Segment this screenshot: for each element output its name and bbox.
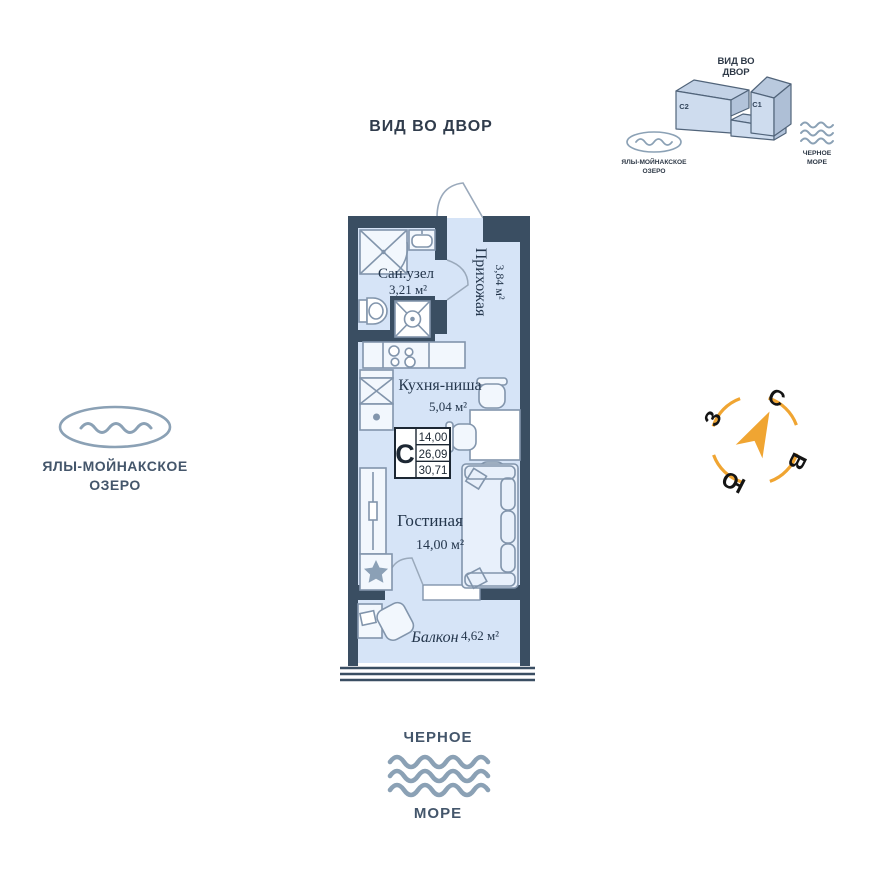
sink-icon	[408, 229, 436, 251]
minimap-sea-label-line2: МОРЕ	[807, 159, 827, 166]
balcony-glazing	[340, 666, 535, 682]
hallway-labels: Прихожая 3,84 м²	[472, 248, 507, 317]
lake-label-line2: ОЗЕРО	[89, 477, 141, 493]
floor-plan: Сан.узел 3,21 м² Прихожая 3,84 м² Кухня-…	[340, 182, 535, 682]
stamp-living-area: 14,00	[419, 432, 448, 444]
minimap-building-right-label: С1	[752, 100, 762, 109]
shower-icon	[359, 229, 409, 275]
balcony-chair-icon	[376, 601, 415, 642]
toilet-icon	[358, 297, 388, 325]
bathroom-name-label: Сан.узел	[378, 266, 435, 282]
entrance-door-arc	[436, 182, 484, 219]
bathroom-area-label: 3,21 м²	[389, 282, 427, 297]
minimap-view-label-line2: ДВОР	[722, 67, 750, 78]
bathroom-door-arc	[446, 259, 469, 301]
compass: С В Ю З	[698, 383, 812, 498]
pillow-icon	[464, 467, 488, 491]
cabinet-icon	[359, 403, 394, 431]
minimap-lake-icon	[626, 131, 682, 153]
minimap-lake-label-line2: ОЗЕРО	[642, 168, 665, 175]
lake-icon	[58, 405, 172, 449]
hallway-area-label: 3,84 м²	[493, 264, 507, 300]
sofa-icon	[461, 463, 519, 590]
sea-waves-icon	[387, 754, 491, 798]
kitchen-area-label: 5,04 м²	[429, 399, 467, 414]
lake-label-line1: ЯЛЫ-МОЙНАКСКОЕ	[42, 457, 187, 474]
washing-machine-icon	[394, 300, 431, 338]
compass-circle	[709, 394, 801, 486]
kitchen-name-label: Кухня-ниша	[398, 377, 481, 394]
wardrobe-icon	[359, 467, 387, 555]
site-minimap: ВИД ВО ДВОР С2 С1 ЯЛЫ-МОЙНАКСКОЕ ОЗЕРО	[621, 56, 834, 175]
compass-arrow-icon	[735, 411, 770, 459]
star-stand-icon	[359, 553, 393, 591]
view-to-courtyard-label: ВИД ВО ДВОР	[369, 118, 493, 135]
balcony-area-label: 4,62 м²	[461, 628, 499, 643]
minimap-building-left-label: С2	[679, 102, 689, 111]
stamp-area: 26,09	[419, 449, 448, 461]
kitchen-sink-icon	[359, 369, 394, 405]
buildings-3d-icon	[675, 76, 792, 141]
living-area-label: 14,00 м²	[416, 538, 464, 553]
stove-icon	[388, 345, 416, 368]
niche-wall	[483, 228, 520, 242]
minimap-view-label-line1: ВИД ВО	[717, 56, 754, 67]
sea-icon-block: ЧЕРНОЕ МОРЕ	[387, 729, 491, 822]
hallway-name-label: Прихожая	[472, 248, 489, 317]
stamp-total-area: 30,71	[419, 465, 448, 477]
stamp-type-letter: С	[395, 439, 415, 469]
living-name-label: Гостиная	[397, 511, 463, 530]
balcony-name-label: Балкон	[410, 629, 458, 646]
sea-label-line2: МОРЕ	[414, 805, 462, 822]
lake-icon-block: ЯЛЫ-МОЙНАКСКОЕ ОЗЕРО	[42, 405, 187, 493]
pillow-icon	[465, 566, 488, 590]
minimap-lake-label-line1: ЯЛЫ-МОЙНАКСКОЕ	[621, 157, 687, 166]
minimap-sea-waves-icon	[800, 121, 834, 145]
sea-label-line1: ЧЕРНОЕ	[403, 729, 472, 746]
apartment-stamp: С 14,00 26,09 30,71	[394, 427, 451, 479]
chair-icon	[451, 423, 477, 451]
entrance-opening	[437, 216, 483, 230]
minimap-sea-label-line1: ЧЕРНОЕ	[803, 150, 832, 157]
